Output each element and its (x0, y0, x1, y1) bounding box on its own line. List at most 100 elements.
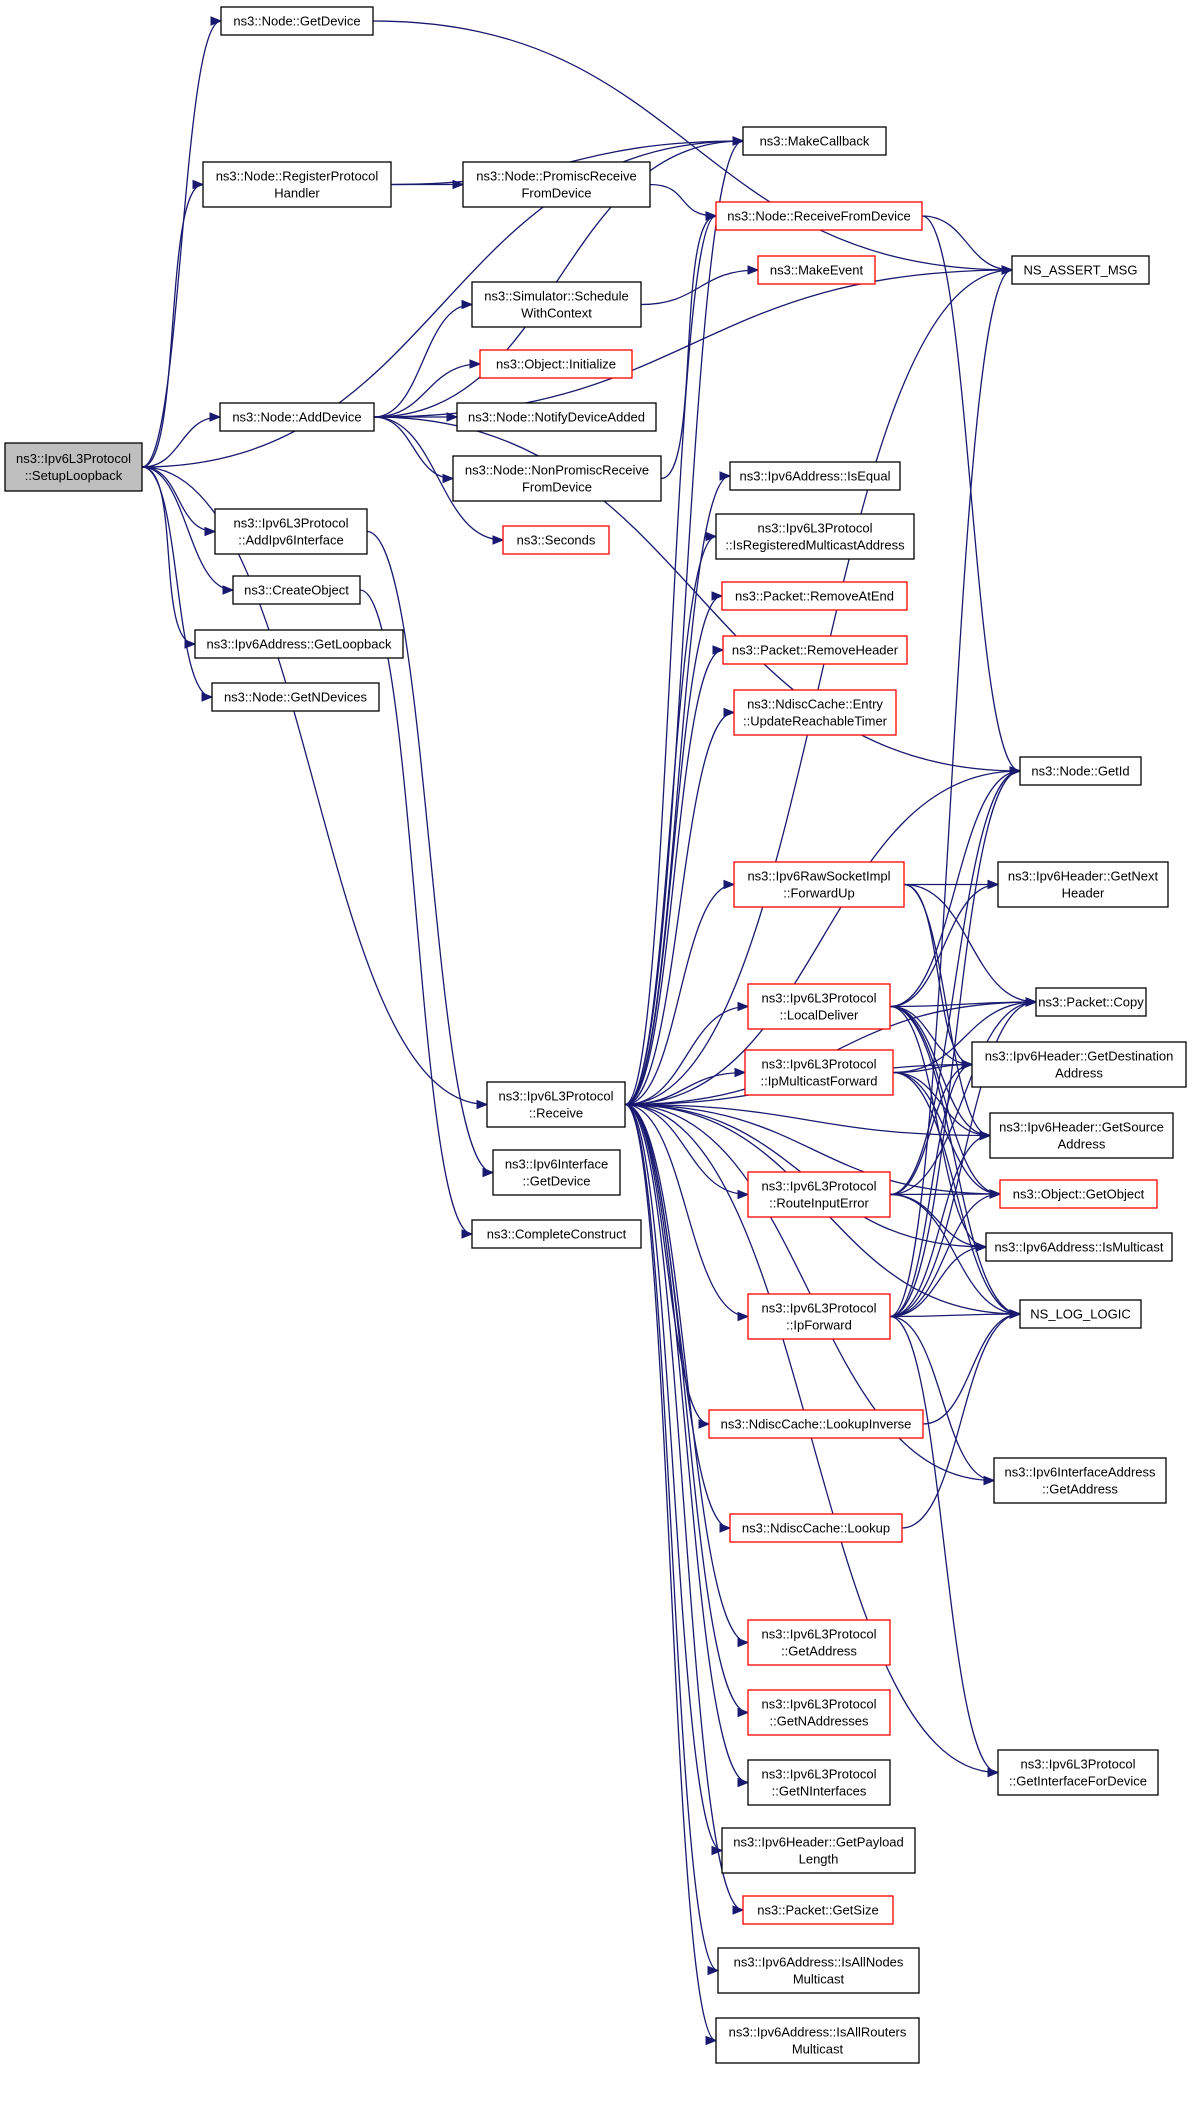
node-ip-forward[interactable]: ns3::Ipv6L3Protocol::IpForward (747, 1293, 891, 1340)
node-remove-header[interactable]: ns3::Packet::RemoveHeader (722, 635, 908, 665)
node-lookup-inverse[interactable]: ns3::NdiscCache::LookupInverse (708, 1409, 924, 1439)
node-box (479, 349, 633, 379)
node-packet-get-size[interactable]: ns3::Packet::GetSize (742, 1895, 894, 1925)
node-box (971, 1041, 1187, 1088)
node-seconds[interactable]: ns3::Seconds (502, 525, 610, 555)
node-label: ns3::Ipv6Interface (505, 1157, 608, 1172)
edge-line (640, 269, 759, 306)
edge-line (892, 1071, 1021, 1315)
node-setup-loopback[interactable]: ns3::Ipv6L3Protocol::SetupLoopback (4, 442, 143, 492)
node-label: ns3::Ipv6Header::GetSource (999, 1120, 1164, 1135)
node-ns-assert-msg[interactable]: NS_ASSERT_MSG (1011, 255, 1150, 285)
node-complete-construct[interactable]: ns3::CompleteConstruct (471, 1219, 642, 1249)
node-label: ns3::Packet::GetSize (757, 1903, 878, 1918)
node-get-loopback[interactable]: ns3::Ipv6Address::GetLoopback (194, 629, 404, 659)
edge-arrowhead (719, 471, 732, 481)
node-receive-from-device[interactable]: ns3::Node::ReceiveFromDevice (715, 201, 923, 231)
node-label: FromDevice (521, 186, 591, 201)
node-get-n-addresses[interactable]: ns3::Ipv6L3Protocol::GetNAddresses (747, 1689, 891, 1736)
node-update-reachable-timer[interactable]: ns3::NdiscCache::Entry::UpdateReachableT… (733, 689, 897, 736)
node-box (744, 1049, 894, 1096)
node-remove-at-end[interactable]: ns3::Packet::RemoveAtEnd (721, 581, 908, 611)
node-label: ns3::NdiscCache::LookupInverse (721, 1417, 912, 1432)
node-ip-multicast-forward[interactable]: ns3::Ipv6L3Protocol::IpMulticastForward (744, 1049, 894, 1096)
node-notify-device-added[interactable]: ns3::Node::NotifyDeviceAdded (456, 402, 657, 432)
edge-receive-to-is-registered-multicast-address (624, 531, 718, 1106)
edge-ip-forward-to-node-get-id (889, 766, 1022, 1318)
node-get-interface-for-device[interactable]: ns3::Ipv6L3Protocol::GetInterfaceForDevi… (997, 1749, 1159, 1796)
node-node-get-id[interactable]: ns3::Node::GetId (1019, 756, 1142, 786)
edge-line (901, 1313, 1021, 1529)
edge-line (889, 1313, 1021, 1318)
node-box (733, 861, 905, 908)
node-node-get-device[interactable]: ns3::Node::GetDevice (220, 6, 374, 36)
node-packet-copy[interactable]: ns3::Packet::Copy (1035, 987, 1147, 1017)
node-label: ns3::Ipv6L3Protocol (762, 1301, 877, 1316)
node-iface-get-device[interactable]: ns3::Ipv6Interface::GetDevice (492, 1149, 621, 1196)
edge-arrowhead (712, 645, 725, 655)
node-label: ns3::NdiscCache::Lookup (742, 1521, 890, 1536)
node-add-ipv6-interface[interactable]: ns3::Ipv6L3Protocol::AddIpv6Interface (214, 508, 368, 555)
node-label: ::Receive (529, 1106, 583, 1121)
node-box (202, 161, 392, 208)
edge-arrowhead (210, 16, 223, 26)
node-label: ns3::Ipv6L3Protocol (234, 516, 349, 531)
node-make-event[interactable]: ns3::MakeEvent (757, 255, 876, 285)
node-box (708, 1409, 924, 1439)
node-label: ns3::Packet::RemoveAtEnd (735, 589, 894, 604)
edge-arrowhead (987, 1767, 1000, 1778)
node-route-input-error[interactable]: ns3::Ipv6L3Protocol::RouteInputError (747, 1171, 891, 1218)
node-box (721, 1827, 916, 1874)
node-box (993, 1457, 1167, 1504)
edge-receive-to-local-deliver (624, 1001, 750, 1106)
node-lookup[interactable]: ns3::NdiscCache::Lookup (729, 1513, 903, 1543)
node-is-multicast[interactable]: ns3::Ipv6Address::IsMulticast (985, 1232, 1173, 1262)
edge-arrowhead (737, 1311, 750, 1322)
edge-receive-to-get-payload-length (624, 1103, 724, 1856)
node-box (214, 508, 368, 555)
node-create-object[interactable]: ns3::CreateObject (232, 575, 361, 605)
edge-line (889, 1315, 999, 1774)
node-box (486, 1081, 626, 1128)
node-label: ns3::CompleteConstruct (487, 1227, 627, 1242)
edge-arrowhead (989, 1189, 1002, 1199)
node-local-deliver[interactable]: ns3::Ipv6L3Protocol::LocalDeliver (747, 983, 891, 1030)
node-is-equal[interactable]: ns3::Ipv6Address::IsEqual (729, 461, 901, 491)
node-get-n-interfaces[interactable]: ns3::Ipv6L3Protocol::GetNInterfaces (747, 1759, 891, 1806)
node-is-registered-multicast-address[interactable]: ns3::Ipv6L3Protocol::IsRegisteredMultica… (715, 513, 915, 560)
edge-arrowhead (222, 585, 235, 595)
edge-line (649, 183, 717, 217)
node-get-n-devices[interactable]: ns3::Node::GetNDevices (211, 682, 380, 712)
node-get-object[interactable]: ns3::Object::GetObject (999, 1179, 1158, 1209)
edge-line (889, 1315, 995, 1482)
edge-line (889, 1193, 1001, 1318)
node-object-initialize[interactable]: ns3::Object::Initialize (479, 349, 633, 379)
node-label: ::GetNInterfaces (772, 1784, 867, 1799)
node-label: ::IpMulticastForward (760, 1074, 877, 1089)
node-box (232, 575, 361, 605)
node-add-device[interactable]: ns3::Node::AddDevice (219, 402, 375, 432)
edge-add-device-to-schedule-with-context (373, 299, 474, 418)
edge-setup-loopback-to-get-loopback (141, 466, 197, 649)
node-receive[interactable]: ns3::Ipv6L3Protocol::Receive (486, 1081, 626, 1128)
node-forward-up[interactable]: ns3::Ipv6RawSocketImpl::ForwardUp (733, 861, 905, 908)
edge-ip-forward-to-get-source-address (889, 1130, 992, 1318)
edge-line (141, 140, 744, 468)
edge-ip-forward-to-ns-assert-msg (889, 265, 1014, 1318)
node-iface-addr-get-address[interactable]: ns3::Ipv6InterfaceAddress::GetAddress (993, 1457, 1167, 1504)
edge-register-protocol-handler-to-promisc-receive-from-device (391, 179, 465, 190)
node-make-callback[interactable]: ns3::MakeCallback (742, 126, 887, 156)
node-ns-log-logic[interactable]: NS_LOG_LOGIC (1019, 1299, 1142, 1329)
node-get-address[interactable]: ns3::Ipv6L3Protocol::GetAddress (747, 1619, 891, 1666)
edge-local-deliver-to-get-next-header (889, 879, 1000, 1008)
